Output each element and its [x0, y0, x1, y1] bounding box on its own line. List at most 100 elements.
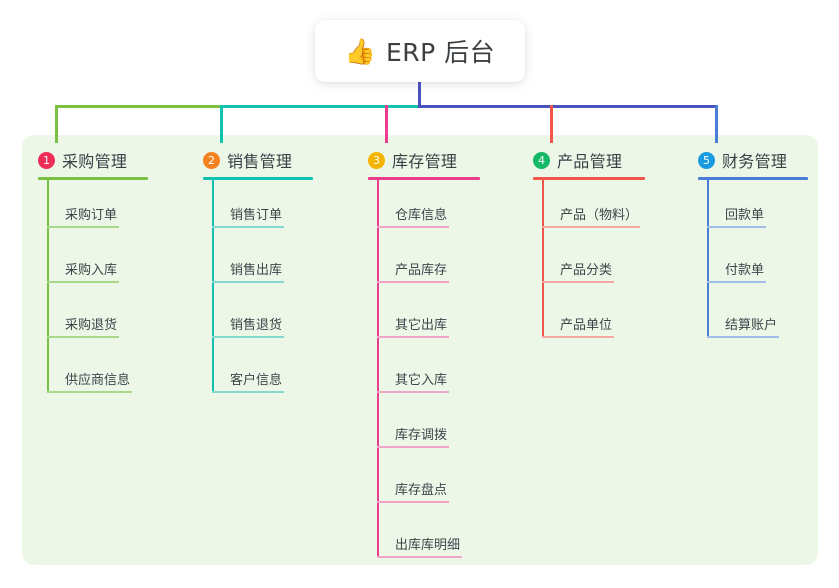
bus-segment-1 — [55, 105, 220, 108]
leaf-label: 客户信息 — [230, 373, 283, 388]
leaf-label: 库存盘点 — [395, 483, 448, 498]
root-node-inner: 👍 ERP 后台 — [345, 33, 495, 69]
branch-body-3: 仓库信息产品库存其它出库其它入库库存调拨库存盘点出库库明细 — [377, 180, 480, 565]
branch-drop-5 — [715, 105, 718, 143]
leaf-node[interactable]: 产品单位 — [542, 290, 645, 345]
leaf-underline — [377, 501, 449, 503]
branch-column-1: 1 采购管理采购订单采购入库采购退货供应商信息 — [38, 148, 148, 400]
leaf-label: 产品分类 — [560, 263, 613, 278]
leaf-node[interactable]: 采购入库 — [47, 235, 148, 290]
branch-drop-1 — [55, 105, 58, 143]
branch-spine — [707, 180, 709, 338]
leaf-node[interactable]: 销售退货 — [212, 290, 313, 345]
leaf-node[interactable]: 销售出库 — [212, 235, 313, 290]
leaf-label: 采购订单 — [65, 208, 118, 223]
branch-body-1: 采购订单采购入库采购退货供应商信息 — [47, 180, 148, 400]
leaf-node[interactable]: 付款单 — [707, 235, 808, 290]
leaf-underline — [542, 281, 614, 283]
leaf-node[interactable]: 产品库存 — [377, 235, 480, 290]
leaf-label: 销售订单 — [230, 208, 283, 223]
leaf-label: 产品库存 — [395, 263, 448, 278]
branch-spine — [377, 180, 379, 558]
leaf-underline — [212, 391, 284, 393]
leaf-node[interactable]: 库存盘点 — [377, 455, 480, 510]
leaf-underline — [707, 336, 779, 338]
leaf-node[interactable]: 采购订单 — [47, 180, 148, 235]
leaf-underline — [212, 336, 284, 338]
branch-number-badge: 2 — [203, 151, 220, 169]
leaf-label: 产品单位 — [560, 318, 613, 333]
branch-column-2: 2 销售管理销售订单销售出库销售退货客户信息 — [203, 148, 313, 400]
branch-number-badge: 3 — [368, 151, 385, 169]
leaf-node[interactable]: 销售订单 — [212, 180, 313, 235]
branch-spine — [47, 180, 49, 393]
thumbs-up-icon: 👍 — [344, 36, 376, 66]
leaf-node[interactable]: 供应商信息 — [47, 345, 148, 400]
leaf-node[interactable]: 库存调拨 — [377, 400, 480, 455]
leaf-node[interactable]: 客户信息 — [212, 345, 313, 400]
branch-drop-4 — [550, 105, 553, 143]
leaf-underline — [47, 281, 119, 283]
branch-title: 库存管理 — [392, 152, 458, 171]
leaf-label: 采购入库 — [65, 263, 118, 278]
leaf-label: 其它入库 — [395, 373, 448, 388]
leaf-underline — [542, 336, 614, 338]
leaf-node[interactable]: 结算账户 — [707, 290, 808, 345]
branch-underline — [38, 177, 148, 180]
leaf-node[interactable]: 其它出库 — [377, 290, 480, 345]
leaf-underline — [707, 281, 766, 283]
branch-drop-2 — [220, 105, 223, 143]
leaf-node[interactable]: 产品（物料） — [542, 180, 645, 235]
bus-segment-3 — [418, 105, 718, 108]
leaf-underline — [212, 226, 284, 228]
branch-title: 产品管理 — [557, 152, 623, 171]
root-node-title: ERP 后台 — [385, 38, 496, 67]
leaf-node[interactable]: 采购退货 — [47, 290, 148, 345]
branch-spine — [542, 180, 544, 338]
leaf-underline — [707, 226, 766, 228]
leaf-node[interactable]: 出库库明细 — [377, 510, 480, 565]
leaf-label: 结算账户 — [725, 318, 778, 333]
branch-header-4[interactable]: 4 产品管理 — [533, 148, 645, 172]
leaf-label: 销售退货 — [230, 318, 283, 333]
branch-underline — [698, 177, 808, 180]
leaf-label: 供应商信息 — [65, 373, 131, 388]
branch-header-1[interactable]: 1 采购管理 — [38, 148, 148, 172]
leaf-label: 回款单 — [725, 208, 765, 223]
leaf-label: 销售出库 — [230, 263, 283, 278]
leaf-underline — [47, 391, 132, 393]
root-stem-connector — [418, 80, 421, 107]
branch-number-badge: 1 — [38, 151, 55, 169]
root-node-card[interactable]: 👍 ERP 后台 — [315, 20, 525, 82]
branch-spine — [212, 180, 214, 393]
leaf-label: 出库库明细 — [395, 538, 461, 553]
branch-number-badge: 5 — [698, 151, 715, 169]
branch-underline — [203, 177, 313, 180]
leaf-underline — [47, 226, 119, 228]
branch-underline — [533, 177, 645, 180]
branch-underline — [368, 177, 480, 180]
branch-title: 采购管理 — [62, 152, 128, 171]
leaf-underline — [212, 281, 284, 283]
leaf-label: 采购退货 — [65, 318, 118, 333]
leaf-underline — [377, 281, 449, 283]
leaf-label: 仓库信息 — [395, 208, 448, 223]
leaf-node[interactable]: 产品分类 — [542, 235, 645, 290]
branch-column-4: 4 产品管理产品（物料） 产品分类产品单位 — [533, 148, 645, 345]
leaf-underline — [377, 556, 462, 558]
branch-header-2[interactable]: 2 销售管理 — [203, 148, 313, 172]
branch-body-2: 销售订单销售出库销售退货客户信息 — [212, 180, 313, 400]
branch-number-badge: 4 — [533, 151, 550, 169]
branch-body-4: 产品（物料） 产品分类产品单位 — [542, 180, 645, 345]
branch-body-5: 回款单付款单结算账户 — [707, 180, 808, 345]
leaf-node[interactable]: 仓库信息 — [377, 180, 480, 235]
bus-segment-2 — [220, 105, 420, 108]
branch-header-3[interactable]: 3 库存管理 — [368, 148, 480, 172]
branch-title: 销售管理 — [227, 152, 293, 171]
leaf-label: 产品（物料） — [560, 208, 639, 223]
leaf-node[interactable]: 回款单 — [707, 180, 808, 235]
leaf-node[interactable]: 其它入库 — [377, 345, 480, 400]
